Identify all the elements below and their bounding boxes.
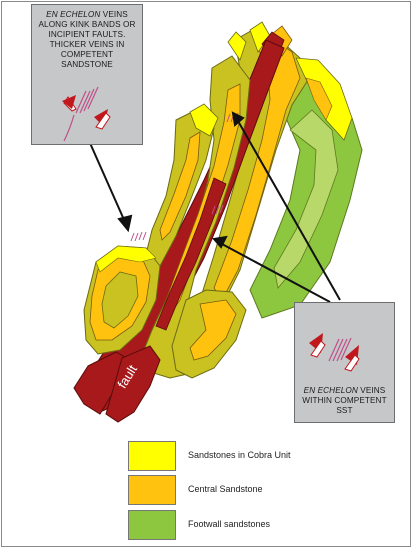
olive-lower-fold-core — [101, 271, 139, 329]
callout-bottom-italic: EN ECHELON — [303, 386, 358, 395]
legend-label-cobra: Sandstones in Cobra Unit — [188, 450, 291, 460]
legend-swatch-footwall — [128, 510, 176, 540]
callout-bottom: EN ECHELON VEINS WITHIN COMPETENT SST — [294, 302, 395, 423]
legend-swatch-cobra — [128, 441, 176, 471]
callout-arrows — [89, 111, 341, 303]
callout-bottom-sketch — [309, 333, 360, 372]
red-fault-wedge-left — [73, 351, 131, 415]
red-fault-strip-inner — [155, 177, 227, 331]
orange-lower-right-band — [189, 299, 237, 361]
yellow-lower-fold-rim — [95, 245, 157, 273]
callout-bottom-body: VEINS WITHIN COMPETENT SST — [302, 386, 387, 415]
callout-bottom-text: EN ECHELON VEINS WITHIN COMPETENT SST — [295, 386, 394, 416]
callout-top-italic: EN ECHELON — [46, 10, 101, 19]
callout-top-text: EN ECHELON VEINS ALONG KINK BANDS OR INC… — [32, 10, 142, 70]
red-fault-wedge-right — [105, 345, 161, 423]
orange-right-limb — [305, 77, 333, 121]
orange-back-limb — [213, 37, 301, 301]
yellow-upper-left-cap — [189, 103, 219, 137]
callout-top: EN ECHELON VEINS ALONG KINK BANDS OR INC… — [31, 4, 143, 145]
callout-top-sketch — [62, 86, 111, 142]
callout-top-body: VEINS ALONG KINK BANDS OR INCIPIENT FAUL… — [38, 10, 136, 69]
vein-marks-diagram — [130, 112, 239, 242]
legend-label-footwall: Footwall sandstones — [188, 519, 271, 529]
legend-swatch-central — [128, 475, 176, 505]
yellow-crest-1 — [227, 31, 247, 61]
footwall-green-inner — [273, 109, 339, 289]
legend-label-central: Central Sandstone — [188, 484, 263, 494]
orange-upper-left-band — [159, 131, 201, 241]
